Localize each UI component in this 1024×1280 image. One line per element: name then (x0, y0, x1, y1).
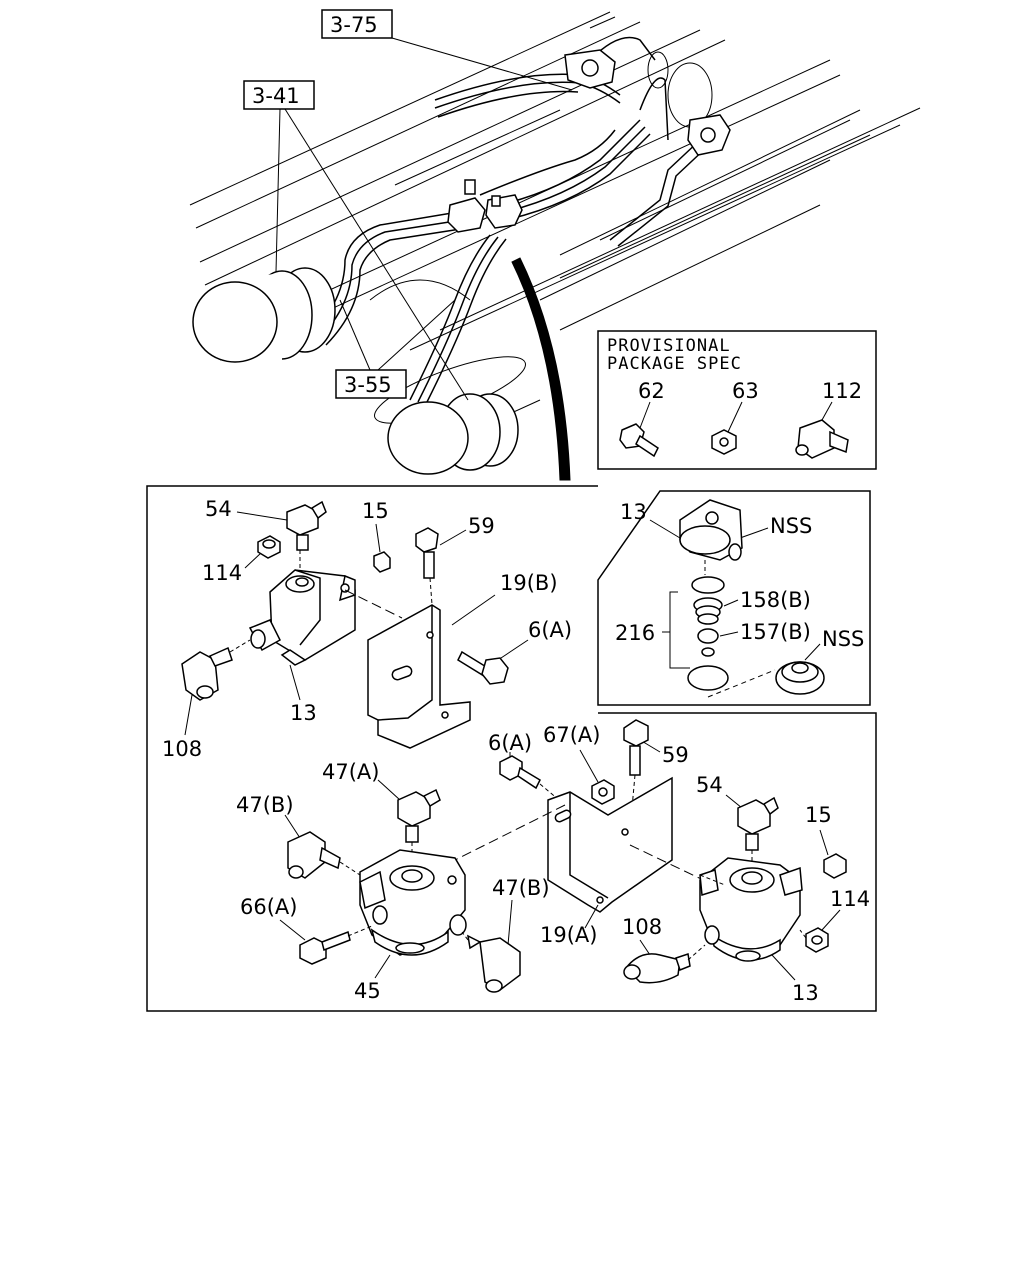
label-references-ref-3-41: 3-41 (252, 84, 300, 108)
label-right-group-elbow-b-right: 47(B) (492, 876, 550, 900)
relay-valve-45-icon (359, 849, 467, 956)
part-112-label: 112 (822, 379, 862, 403)
label-right-group-elbow: 54 (696, 773, 723, 797)
label-nss-box-seal: 157(B) (740, 620, 811, 644)
label-right-group-bolt-c: 66(A) (240, 895, 297, 919)
label-left-group-plug: 15 (362, 499, 389, 523)
bracket-19a-icon (547, 776, 673, 913)
brake-chamber-left (192, 267, 336, 363)
cap-nut-114-right-icon (805, 927, 829, 953)
label-right-group-elbow-b-left: 47(B) (236, 793, 294, 817)
elbow-54-icon (286, 500, 327, 551)
label-left-group-valve: 13 (290, 701, 317, 725)
label-provisional-box-line1: PROVISIONAL (607, 336, 731, 356)
label-nss-box-nss-bottom: NSS (822, 627, 864, 651)
label-provisional-box-line2: PACKAGE SPEC (607, 354, 742, 374)
elbow-112-icon (795, 419, 849, 459)
label-right-group-plug: 15 (805, 803, 832, 827)
plug-15-icon (373, 551, 391, 573)
label-right-group-bracket: 19(A) (540, 923, 597, 947)
part-63-label: 63 (732, 379, 759, 403)
spring-158-icon (691, 576, 725, 625)
label-left-group-cap-nut: 114 (202, 561, 242, 585)
bolt-62-icon (619, 423, 659, 458)
label-left-group-bracket: 19(B) (500, 571, 558, 595)
ref-3-41[interactable]: 3-41 (243, 80, 315, 110)
chassis-overview: 3-75 3-41 3-55 (189, 9, 921, 481)
plug-15-right-icon (823, 853, 847, 879)
elbow-54-right-icon (737, 796, 779, 851)
label-right-group-bolt-b: 6(A) (488, 731, 532, 755)
fitting-108-left-icon (181, 646, 233, 701)
bolt-6a-right-icon (499, 755, 541, 790)
label-left-group-bolt: 59 (468, 514, 495, 538)
brake-chamber-right (387, 393, 519, 475)
elbow-47b-right-icon (467, 934, 521, 993)
elbow-47b-left-icon (287, 831, 341, 879)
bolt-66a-icon (299, 930, 351, 965)
nut-63-icon (711, 429, 737, 455)
label-right-group-bolt: 59 (662, 743, 689, 767)
label-references-ref-3-55: 3-55 (344, 373, 392, 397)
label-left-group-fitting: 108 (162, 737, 202, 761)
detail-arrow (511, 257, 571, 481)
detail-frame (146, 485, 877, 1012)
bracket-19b-icon (367, 604, 471, 749)
ref-3-75[interactable]: 3-75 (321, 9, 393, 39)
valve-13-right-icon (699, 857, 803, 962)
nss-detail-box: 13 NSS 158(B) 157(B) 216 NSS (597, 490, 871, 706)
valve-13-detail-icon (679, 499, 743, 561)
fitting-108-right-icon (623, 953, 691, 984)
label-right-group-relay: 45 (354, 979, 381, 1003)
label-nss-box-spring: 158(B) (740, 588, 811, 612)
label-nss-box-assy: 216 (615, 621, 655, 645)
label-nss-box-nss-top: NSS (770, 514, 812, 538)
label-references-ref-3-75: 3-75 (330, 13, 378, 37)
label-left-group-elbow: 54 (205, 497, 232, 521)
part-62-label: 62 (638, 379, 665, 403)
elbow-47a-icon (397, 788, 441, 843)
cap-nut-114-icon (257, 535, 281, 559)
label-right-group-nut: 67(A) (543, 723, 600, 747)
label-right-group-elbow-a: 47(A) (322, 760, 379, 784)
label-left-group-bolt-b: 6(A) (528, 618, 572, 642)
o-ring-icon (687, 665, 729, 691)
valve-13-left-icon (248, 569, 356, 666)
right-valve-group: 6(A) 67(A) 59 19(A) (236, 719, 870, 1005)
bolt-6a-left-icon (457, 650, 509, 685)
label-right-group-cap-nut: 114 (830, 887, 870, 911)
seal-157-icon (697, 628, 719, 657)
bolt-59-left-icon (415, 527, 439, 579)
bolt-59-right-icon (623, 719, 649, 776)
label-right-group-valve: 13 (792, 981, 819, 1005)
nut-67a-icon (591, 779, 615, 805)
left-valve-group: 54 15 114 (162, 497, 572, 761)
provisional-package-box: PROVISIONAL PACKAGE SPEC 62 63 112 (597, 330, 877, 470)
ref-3-55[interactable]: 3-55 (335, 369, 407, 399)
nss-cover-icon (775, 661, 825, 695)
label-right-group-fitting: 108 (622, 915, 662, 939)
label-nss-box-top-part: 13 (620, 500, 647, 524)
